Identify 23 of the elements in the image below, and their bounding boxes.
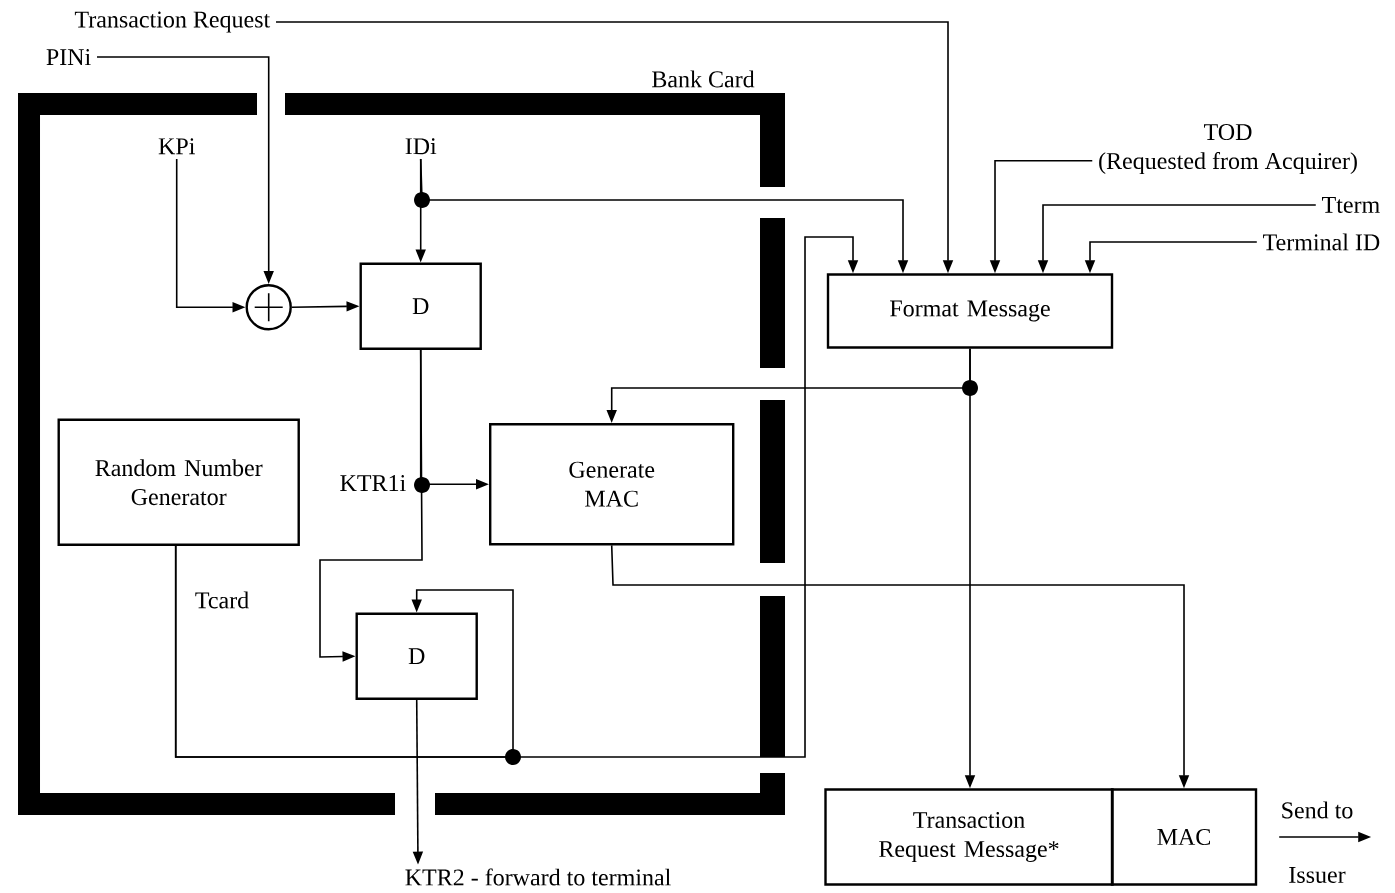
arrow <box>319 349 423 662</box>
edge-label: KTR1i <box>340 475 406 491</box>
process-box: Generate MAC <box>489 423 735 546</box>
signal-label: KPi <box>158 138 195 155</box>
edge-label: Send to <box>1282 801 1353 819</box>
signal-label: Tterm <box>1322 197 1380 213</box>
process-box: Format Message <box>826 273 1114 349</box>
process-box: D <box>359 262 482 350</box>
note-label: Issuer <box>1289 867 1346 883</box>
signal-label: Terminal ID <box>1263 233 1380 251</box>
signal-label: PINi <box>46 49 91 65</box>
card-title: Bank Card <box>652 70 755 88</box>
signal-label: IDi <box>405 138 437 155</box>
process-box: MAC <box>1110 788 1258 886</box>
signal-label: Transaction Request <box>74 11 271 33</box>
signal-label: TOD (Requested from Acquirer) <box>1099 124 1357 174</box>
process-box: Transaction Request Message* <box>824 788 1114 886</box>
process-box: D <box>355 612 478 700</box>
arrow <box>174 236 859 758</box>
edge-label: Tcard <box>195 591 249 609</box>
signal-label: KTR2 - forward to terminal <box>405 868 671 886</box>
process-box: Random Number Generator <box>57 418 300 546</box>
xor-symbol <box>245 284 292 331</box>
